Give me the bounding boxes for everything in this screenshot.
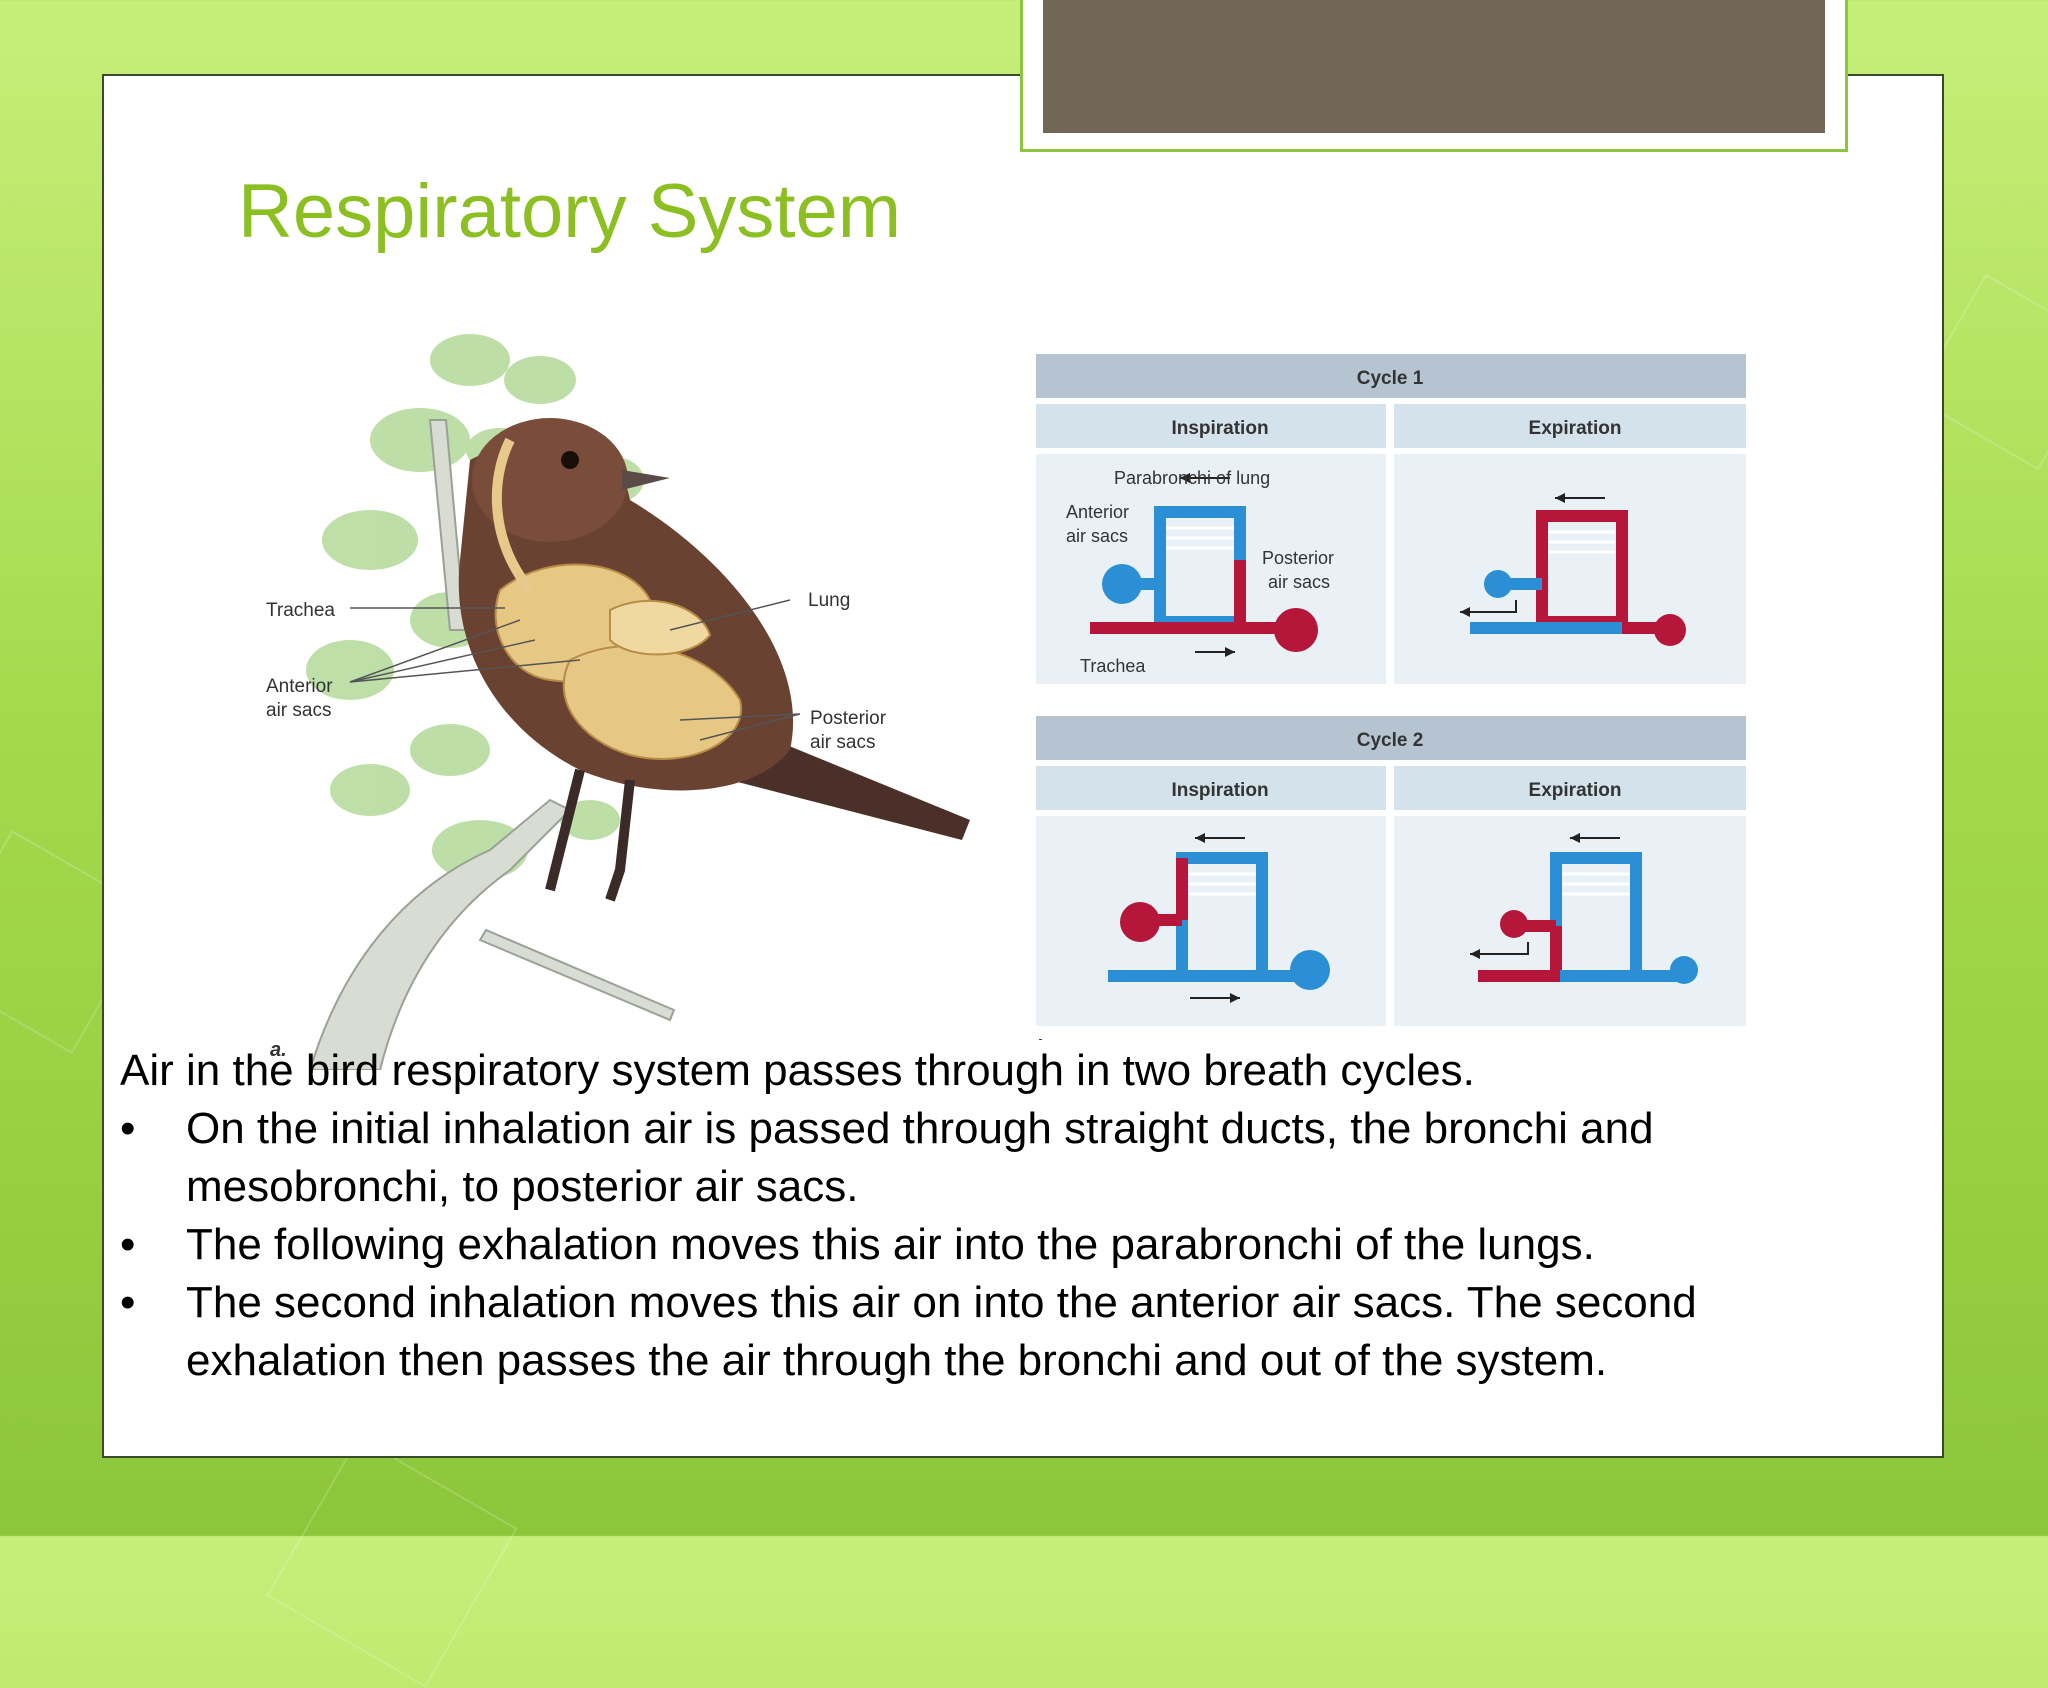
air-sacs-overlay	[494, 563, 743, 760]
slide-body-text: Air in the bird respiratory system passe…	[120, 1042, 1900, 1390]
label-trachea-diagram: Trachea	[1080, 656, 1146, 676]
cycle2-exp-panel	[1394, 816, 1746, 1026]
label-lung: Lung	[808, 590, 850, 611]
label-anterior-2: air sacs	[1066, 526, 1128, 546]
bird-beak	[622, 470, 670, 490]
breath-cycle-diagram: Cycle 1 Inspiration Expiration Parabronc…	[1036, 354, 1746, 1040]
cycle2-insp-subheader	[1036, 766, 1386, 810]
cycle2-insp-panel	[1036, 816, 1386, 1026]
cycle2-expiration-label: Expiration	[1529, 780, 1622, 801]
cycle1-exp-subheader	[1394, 404, 1746, 448]
label-leader-lines	[349, 599, 801, 741]
cycle2-inspiration-label: Inspiration	[1171, 780, 1268, 801]
bird-legs	[545, 768, 635, 902]
cycle1-insp-panel	[1036, 454, 1386, 684]
cycle1-title: Cycle 1	[1357, 368, 1424, 389]
cycle1-header-bar	[1036, 354, 1746, 398]
cycle1-expiration-diagram	[1460, 493, 1686, 646]
cycle2-inspiration-diagram	[1108, 833, 1330, 1003]
panel-letter-a: a.	[270, 1039, 287, 1061]
bullet-item: The following exhalation moves this air …	[120, 1216, 1900, 1274]
label-posterior-1: Posterior	[1262, 548, 1334, 568]
label-anterior-air-sacs-2: air sacs	[266, 700, 331, 721]
bird-eye	[561, 451, 579, 469]
cycle1-exp-panel	[1394, 454, 1746, 684]
bullet-item: The second inhalation moves this air on …	[120, 1274, 1900, 1390]
label-posterior-air-sacs-2: air sacs	[810, 732, 875, 753]
label-anterior-air-sacs-1: Anterior	[266, 676, 333, 697]
cycle2-title: Cycle 2	[1357, 730, 1424, 751]
tree-branch	[308, 419, 676, 1070]
cycle2-header-bar	[1036, 716, 1746, 760]
bullet-item: On the initial inhalation air is passed …	[120, 1100, 1900, 1216]
cycle2-expiration-diagram	[1470, 833, 1698, 984]
bird-respiratory-illustration: Trachea Lung Anterior air sacs Posterior…	[266, 334, 970, 1070]
background-hexagon	[266, 1436, 518, 1688]
trachea-line	[491, 437, 534, 594]
cycle1-expiration-label: Expiration	[1529, 418, 1622, 439]
bird-tail	[730, 730, 970, 840]
cycle1-insp-subheader	[1036, 404, 1386, 448]
cycle1-inspiration-diagram	[1090, 473, 1318, 657]
label-posterior-2: air sacs	[1268, 572, 1330, 592]
panel-letter-b: b.	[1036, 1037, 1054, 1040]
bullet-list: On the initial inhalation air is passed …	[120, 1100, 1900, 1390]
title-tab-fill	[1043, 0, 1825, 133]
cycle2-exp-subheader	[1394, 766, 1746, 810]
slide-title: Respiratory System	[238, 169, 902, 254]
label-posterior-air-sacs-1: Posterior	[810, 708, 887, 729]
label-parabronchi: Parabronchi of lung	[1114, 468, 1270, 488]
label-anterior-1: Anterior	[1066, 502, 1129, 522]
cycle1-inspiration-label: Inspiration	[1171, 418, 1268, 439]
title-tab-decoration	[1020, 0, 1848, 152]
intro-paragraph: Air in the bird respiratory system passe…	[120, 1046, 1475, 1095]
label-trachea: Trachea	[266, 600, 335, 621]
